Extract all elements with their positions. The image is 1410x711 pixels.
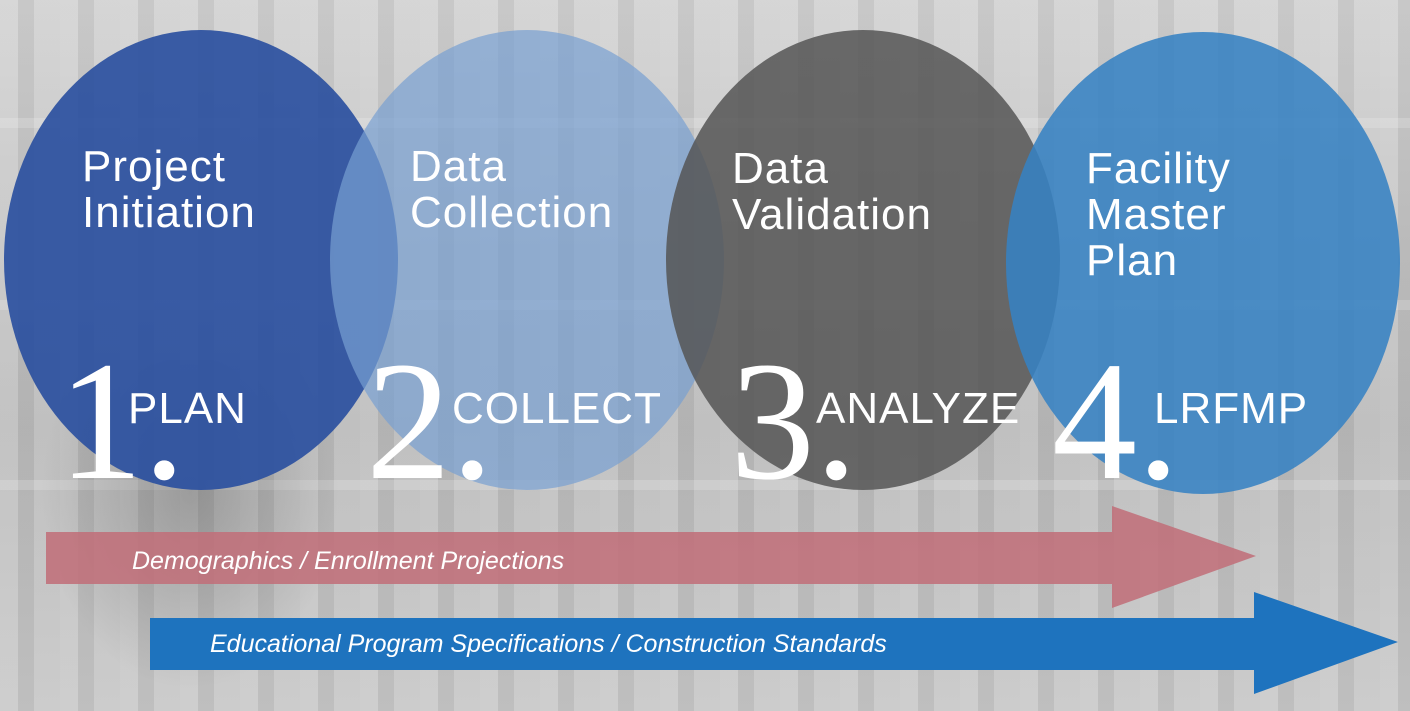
stage-2-title-line: Collection — [410, 188, 614, 237]
stage-4-title-line: Master — [1086, 190, 1227, 239]
stage-2-title-line: Data — [410, 142, 507, 191]
stage-1-title-line: Initiation — [82, 188, 256, 237]
stage-2-title: Data Collection — [410, 144, 613, 236]
stage-3-label: ANALYZE — [816, 384, 1021, 433]
stage-2-number: 2. — [366, 327, 494, 515]
stage-3-title-line: Data — [732, 144, 829, 193]
demographics-arrow — [46, 506, 1256, 608]
stage-1-title-line: Project — [82, 142, 226, 191]
stage-2-label: COLLECT — [452, 384, 662, 433]
stage-1-label: PLAN — [128, 384, 247, 433]
program-standards-arrow — [150, 592, 1398, 694]
stage-3-title-line: Validation — [732, 190, 932, 239]
stage-4-title: Facility Master Plan — [1086, 146, 1231, 284]
stage-3-number: 3. — [730, 327, 858, 515]
stage-1-title: Project Initiation — [82, 144, 256, 236]
background-shelf — [0, 480, 1410, 490]
stage-2-circle — [330, 30, 724, 490]
program-standards-arrow-label: Educational Program Specifications / Con… — [210, 630, 887, 658]
stage-4-title-line: Plan — [1086, 236, 1179, 285]
demographics-arrow-label: Demographics / Enrollment Projections — [132, 547, 565, 575]
stage-1-number: 1. — [58, 327, 186, 515]
stage-4-title-line: Facility — [1086, 144, 1231, 193]
stage-3-title: Data Validation — [732, 146, 932, 238]
stage-4-circle — [1006, 32, 1400, 494]
stage-4-label: LRFMP — [1154, 384, 1309, 433]
stage-4-number: 4. — [1052, 327, 1180, 515]
stage-3-circle — [666, 30, 1060, 490]
